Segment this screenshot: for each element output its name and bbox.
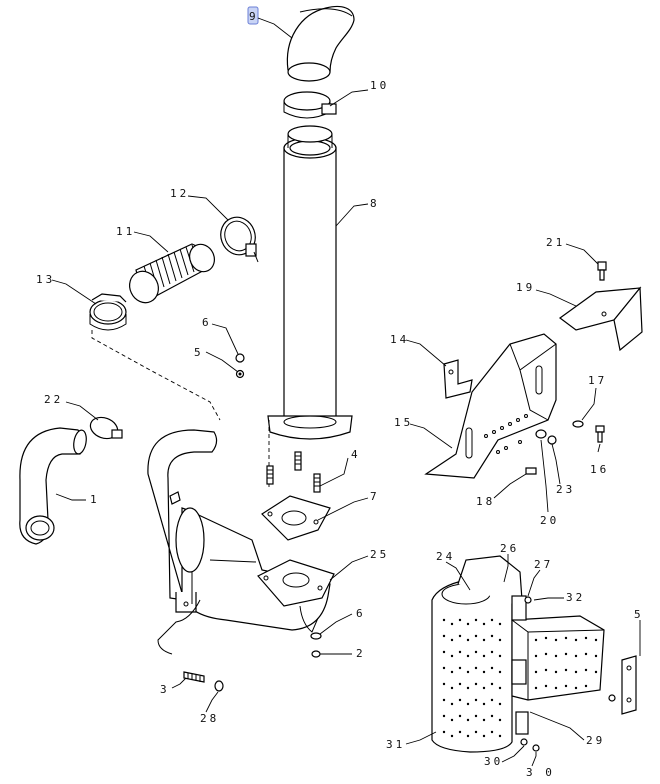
- callout-label[interactable]: 32: [566, 591, 585, 604]
- callout-label[interactable]: 4: [351, 448, 361, 461]
- callout-label[interactable]: 14: [390, 333, 409, 346]
- callout-label[interactable]: 24: [436, 550, 455, 563]
- flex-hose-part: [129, 243, 215, 304]
- bolt-part: [595, 425, 605, 443]
- callout-label[interactable]: 13: [36, 273, 55, 286]
- hose-clamp-part: [220, 216, 259, 263]
- washer-part: [572, 420, 584, 428]
- small-fastener-part: [520, 596, 616, 752]
- callout-label[interactable]: 7: [370, 490, 380, 503]
- leader-lines: [51, 17, 641, 767]
- callout-label[interactable]: 29: [586, 734, 605, 747]
- stud-part: [266, 451, 321, 493]
- callout-label[interactable]: 8: [370, 197, 380, 210]
- bolt-part: [525, 467, 537, 475]
- callout-label[interactable]: 22: [44, 393, 63, 406]
- callout-label[interactable]: 19: [516, 281, 535, 294]
- callout-label[interactable]: 3: [160, 683, 170, 696]
- small-bracket-part: [443, 359, 473, 399]
- callout-label[interactable]: 25: [370, 548, 389, 561]
- callout-label[interactable]: 11: [116, 225, 135, 238]
- nut-part: [214, 680, 224, 692]
- callout-label[interactable]: 21: [546, 236, 565, 249]
- bolt-part: [183, 671, 205, 683]
- assembly-dashed-line: [91, 330, 221, 421]
- callout-label[interactable]: 30: [484, 755, 503, 768]
- callout-label[interactable]: 31: [386, 738, 405, 751]
- pipe-clamp-part: [283, 91, 337, 119]
- callout-label[interactable]: 28: [200, 712, 219, 725]
- callout-label[interactable]: 16: [590, 463, 609, 476]
- callout-label[interactable]: 5: [194, 346, 204, 359]
- washer-nut-part: [310, 632, 322, 658]
- callout-label[interactable]: 27: [534, 558, 553, 571]
- muffler-part: [147, 429, 335, 655]
- callout-label[interactable]: 1: [90, 493, 100, 506]
- callout-label[interactable]: 6: [202, 316, 212, 329]
- nut-part: [235, 353, 245, 379]
- callout-label[interactable]: 20: [540, 514, 559, 527]
- callout-label[interactable]: 3 0: [526, 766, 555, 779]
- perforation-pattern: [442, 618, 598, 738]
- small-clamp-part: [89, 293, 127, 331]
- callout-label[interactable]: 18: [476, 495, 495, 508]
- callout-label[interactable]: 26: [500, 542, 519, 555]
- callout-label[interactable]: 12: [170, 187, 189, 200]
- gasket-part: [261, 495, 331, 541]
- hose-clamp-part: [89, 416, 123, 440]
- callout-label[interactable]: 17: [588, 374, 607, 387]
- callout-label[interactable]: 2: [356, 647, 366, 660]
- bent-hose-part: [19, 427, 87, 545]
- callout-label[interactable]: 9: [249, 10, 259, 23]
- callout-label[interactable]: 6: [356, 607, 366, 620]
- callout-label[interactable]: 5: [634, 608, 644, 621]
- callout-label[interactable]: 10: [370, 79, 389, 92]
- highlighted-callout-box: [247, 6, 259, 25]
- callout-labels: 9 10 8 12 11 13 6 5 21 19 14 17 15 22 4 …: [36, 10, 644, 768]
- heat-shield-part: [424, 333, 557, 479]
- exhaust-elbow-part: [286, 5, 355, 82]
- perforated-guard-part: [431, 555, 637, 753]
- washer-nut-part: [535, 429, 557, 445]
- callout-label[interactable]: 15: [394, 416, 413, 429]
- bracket-part: [558, 286, 643, 352]
- tailpipe-part: [267, 125, 353, 440]
- callout-label[interactable]: 23: [556, 483, 575, 496]
- bolt-part: [597, 261, 607, 281]
